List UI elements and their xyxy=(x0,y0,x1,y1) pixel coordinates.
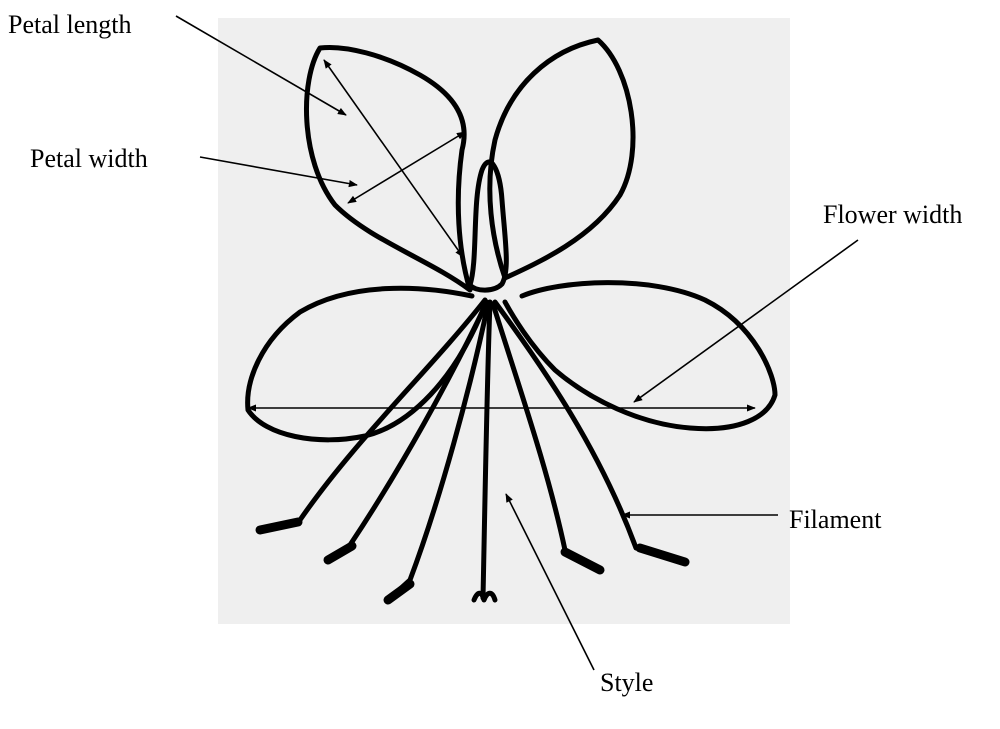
filament-label: Filament xyxy=(789,507,881,533)
paper-background xyxy=(218,18,790,624)
petal-width-label: Petal width xyxy=(30,146,148,172)
flower-width-label: Flower width xyxy=(823,202,962,228)
petal-length-label: Petal length xyxy=(8,12,131,38)
style-label: Style xyxy=(600,670,653,696)
